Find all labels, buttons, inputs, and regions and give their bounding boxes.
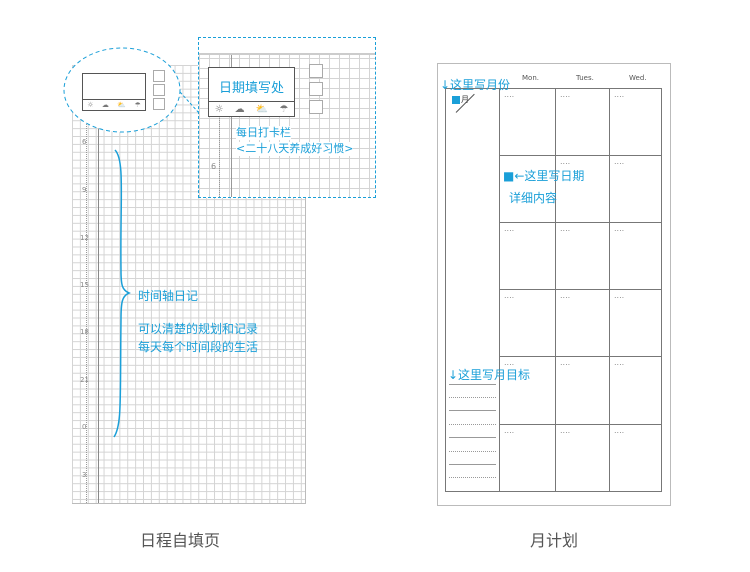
month-marker	[452, 96, 460, 104]
cell-placeholder: ....	[560, 224, 571, 233]
cell-placeholder: ....	[504, 426, 515, 435]
cell-placeholder: ....	[614, 224, 625, 233]
detail-hint: 详细内容	[509, 191, 558, 205]
checkin-box[interactable]	[309, 82, 323, 96]
cell-placeholder: ....	[560, 426, 571, 435]
checkin-label: 每日打卡栏	[236, 126, 291, 140]
timeline-brace	[113, 149, 131, 438]
row-line	[499, 289, 662, 290]
hour-label: 15	[80, 281, 89, 289]
row-line	[499, 222, 662, 223]
cloud-icon[interactable]: ☁	[234, 103, 245, 115]
cell-placeholder: ....	[614, 90, 625, 99]
month-hint: ↓这里写月份	[440, 78, 511, 92]
cell-placeholder: ....	[560, 291, 571, 300]
rain-icon[interactable]: ☂	[279, 103, 289, 115]
cell-placeholder: ....	[504, 291, 515, 300]
goal-line	[449, 384, 496, 385]
partly-cloudy-icon[interactable]: ⛅	[117, 101, 127, 109]
right-caption: 月计划	[530, 531, 579, 550]
column-line	[499, 88, 500, 492]
hour-label: 18	[80, 328, 89, 336]
date-hint: ■←这里写日期	[503, 169, 585, 183]
day-header: Wed.	[629, 74, 647, 82]
column-line	[609, 88, 610, 492]
cloud-icon[interactable]: ☁	[101, 101, 109, 109]
checkin-box[interactable]	[309, 100, 323, 114]
cell-placeholder: ....	[614, 426, 625, 435]
monthly-page	[437, 63, 671, 506]
checkin-box[interactable]	[309, 64, 323, 78]
timeline-title: 时间轴日记	[138, 289, 199, 303]
goal-line	[449, 397, 496, 398]
month-label: 月	[461, 95, 469, 104]
goal-line	[449, 477, 496, 478]
date-box-small: ☼ ☁ ⛅ ☂	[82, 73, 146, 111]
sun-icon[interactable]: ☼	[214, 103, 224, 115]
zoom-connector	[179, 91, 200, 114]
sun-icon[interactable]: ☼	[87, 101, 94, 109]
goal-line	[449, 451, 496, 452]
day-header: Mon.	[522, 74, 539, 82]
hour-label: 21	[80, 376, 89, 384]
hour-column-line	[98, 118, 99, 503]
cell-placeholder: ....	[614, 358, 625, 367]
hour-label: 0	[82, 423, 87, 431]
inset-header	[199, 38, 375, 55]
row-line	[499, 356, 662, 357]
goal-line	[449, 437, 496, 438]
cell-placeholder: ....	[560, 90, 571, 99]
cell-placeholder: ....	[614, 157, 625, 166]
hour-dotted-line	[86, 118, 87, 503]
goal-line	[449, 410, 496, 411]
rain-icon[interactable]: ☂	[134, 101, 141, 109]
cell-placeholder: ....	[560, 157, 571, 166]
row-line	[499, 155, 662, 156]
goal-hint: ↓这里写月目标	[448, 368, 531, 382]
checkin-box[interactable]	[153, 70, 165, 82]
hour-label: 12	[80, 234, 89, 242]
weather-bar: ☼ ☁ ⛅ ☂	[83, 99, 145, 110]
checkin-box[interactable]	[153, 84, 165, 96]
goal-line	[449, 424, 496, 425]
hour-label: 3	[82, 471, 87, 479]
weather-bar: ☼ ☁ ⛅ ☂	[209, 101, 294, 116]
hour-label: 6	[82, 138, 87, 146]
row-line	[499, 424, 662, 425]
habit-label: <二十八天养成好习惯>	[236, 142, 354, 156]
zoom-inset: 日期填写处 ☼ ☁ ⛅ ☂ 每日打卡栏 <二十八天养成好习惯> 6	[198, 37, 376, 198]
inset-hour-label: 6	[211, 162, 217, 171]
cell-placeholder: ....	[614, 291, 625, 300]
timeline-desc-2: 每天每个时间段的生活	[138, 340, 259, 354]
left-caption: 日程自填页	[140, 531, 221, 550]
date-box-large: 日期填写处 ☼ ☁ ⛅ ☂	[208, 67, 295, 117]
cell-placeholder: ....	[560, 358, 571, 367]
inset-dotted-line	[219, 118, 220, 197]
inset-hour-line	[231, 55, 232, 197]
column-line	[555, 88, 556, 492]
date-box-label: 日期填写处	[218, 81, 284, 96]
cell-placeholder: ....	[504, 224, 515, 233]
cell-placeholder: ....	[504, 358, 515, 367]
timeline-desc-1: 可以清楚的规划和记录	[138, 322, 259, 336]
goal-line	[449, 464, 496, 465]
cell-placeholder: ....	[504, 90, 515, 99]
day-header: Tues.	[576, 74, 594, 82]
checkin-box[interactable]	[153, 98, 165, 110]
hour-label: 9	[82, 186, 87, 194]
calendar-border	[445, 88, 662, 492]
partly-cloudy-icon[interactable]: ⛅	[255, 103, 269, 115]
